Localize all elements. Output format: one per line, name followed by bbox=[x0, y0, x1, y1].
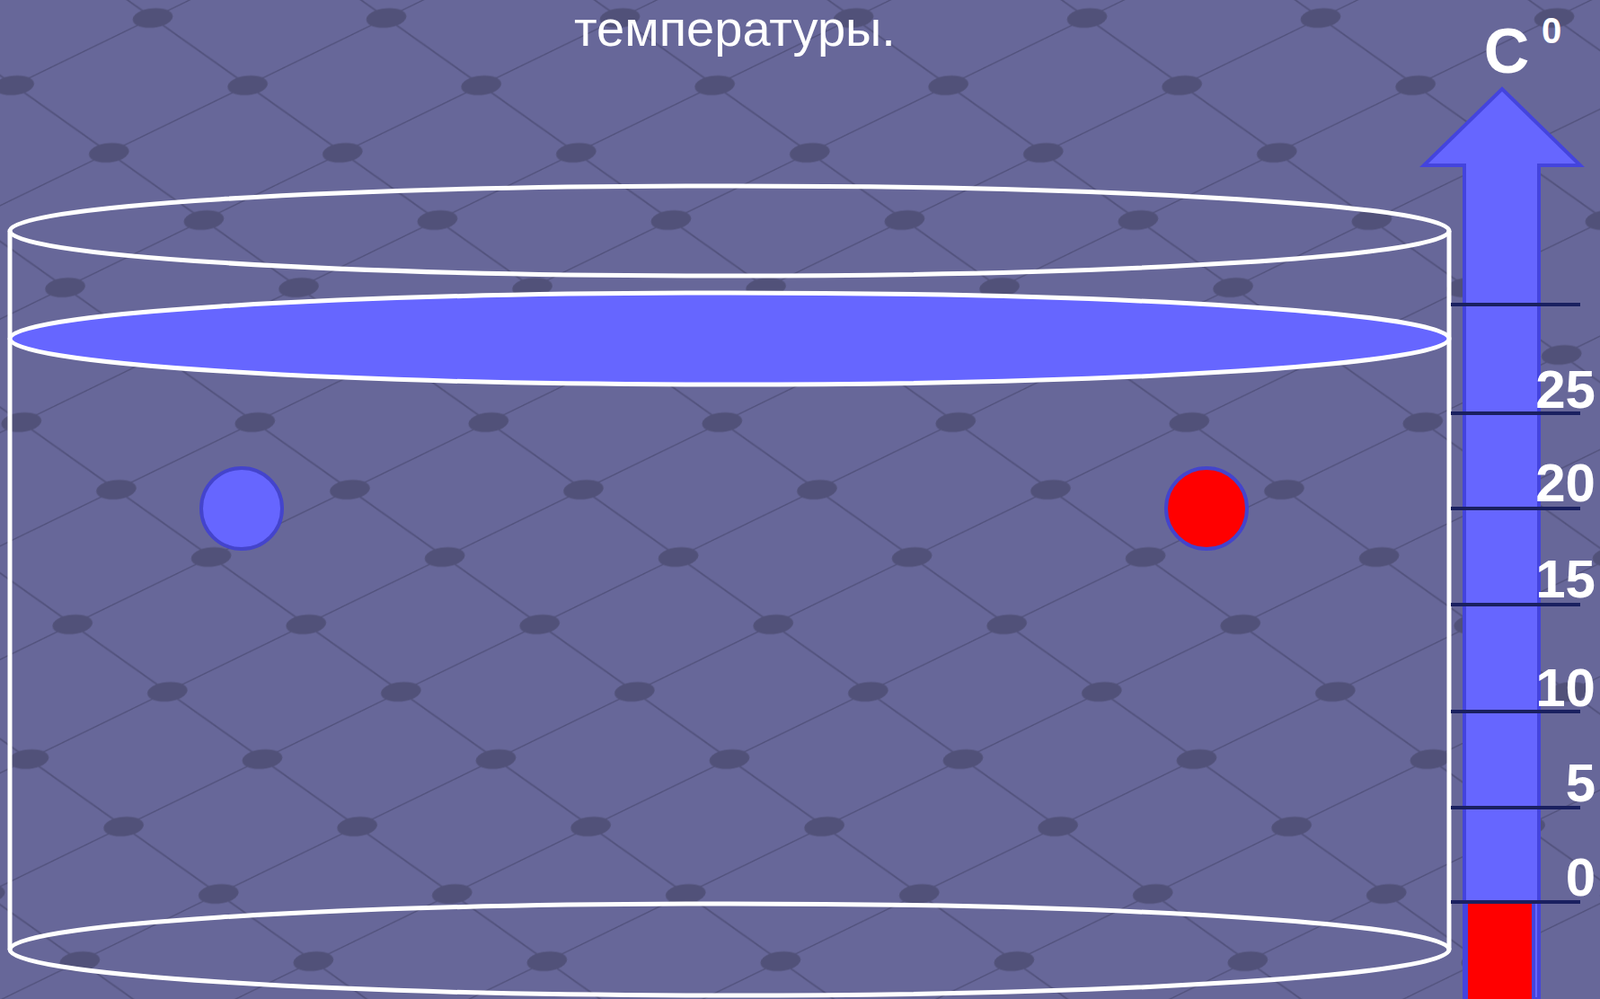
scale-number: 15 bbox=[1535, 552, 1596, 607]
thermometer bbox=[1423, 88, 1581, 999]
unit-letter: C bbox=[1484, 19, 1530, 83]
water-surface bbox=[9, 292, 1450, 385]
scale-number: 5 bbox=[1565, 756, 1596, 811]
scale-number: 0 bbox=[1565, 850, 1596, 905]
beaker bbox=[9, 185, 1450, 996]
cold-particle bbox=[201, 468, 283, 549]
mercury-level bbox=[1466, 901, 1534, 999]
unit-degree: 0 bbox=[1541, 12, 1562, 49]
scale-number: 10 bbox=[1535, 661, 1596, 716]
slide-title: температуры. bbox=[574, 3, 896, 54]
scale-number: 25 bbox=[1535, 362, 1596, 417]
scale-number: 20 bbox=[1535, 456, 1596, 511]
hot-particle bbox=[1166, 468, 1247, 549]
